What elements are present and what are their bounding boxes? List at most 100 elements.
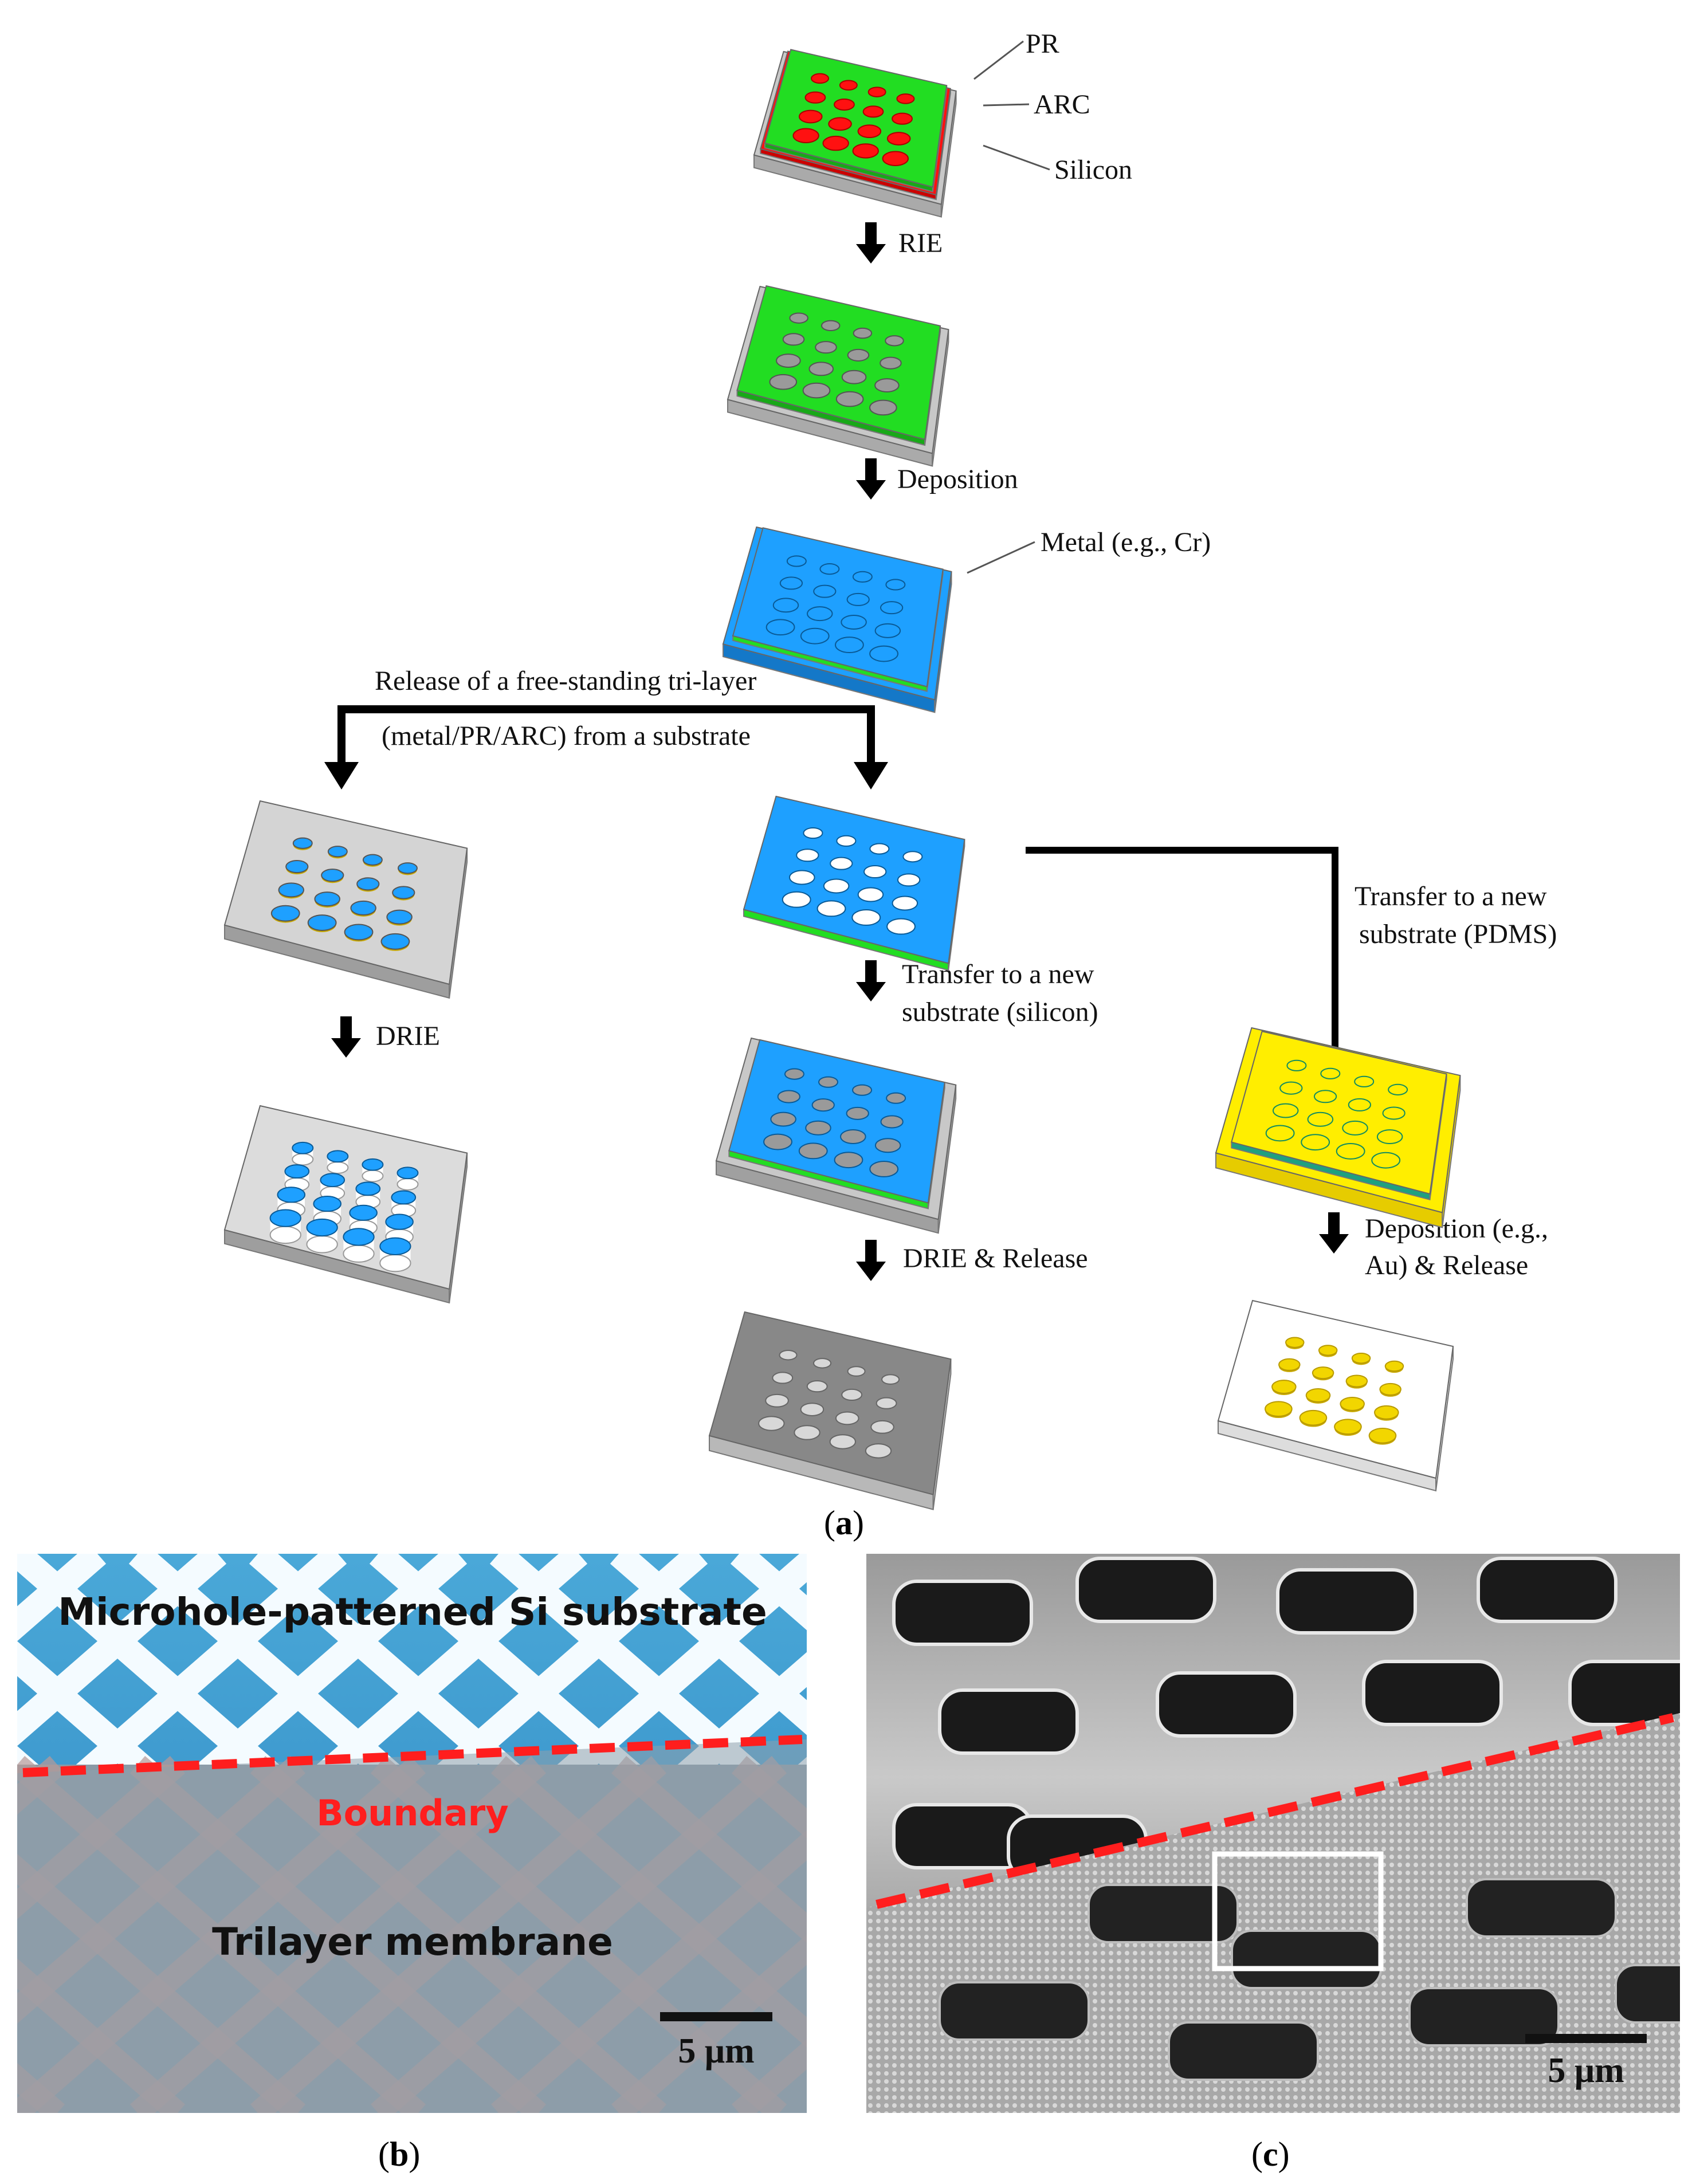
hole [777,1090,800,1103]
sem-pit [892,1580,1033,1646]
hole [1388,1083,1408,1095]
substrate-layer-top [1217,1299,1454,1479]
hole [840,1129,866,1144]
trilayer-membrane [743,795,965,971]
inset-box [1212,1851,1384,1971]
hole [815,341,837,354]
step-drie-release: DRIE & Release [903,1243,1088,1274]
hole [320,1173,346,1188]
hole [1265,1125,1295,1142]
step-deposition: Deposition [897,464,1018,494]
step-transfer-pdms-line1: Transfer to a new [1355,881,1547,912]
hole [397,862,418,874]
label-arc: ARC [1034,89,1090,120]
down-arrow-icon [856,222,886,264]
hole [1312,1366,1334,1380]
hole [834,1152,863,1169]
hole [1305,1388,1331,1403]
hole [779,1349,798,1361]
hole [828,117,852,131]
silicon-layer-top [223,1105,468,1290]
hole [902,851,923,863]
hole [869,645,899,662]
hole [863,865,887,879]
hole [885,335,904,347]
leader-metal [967,541,1035,574]
hole [765,1393,789,1408]
hole [880,356,902,370]
hole [880,1115,904,1129]
grid-line [730,1554,807,1631]
hole [772,1372,794,1384]
pillar-base [396,1178,419,1191]
hole [269,1209,301,1227]
hole [788,870,815,885]
hole [779,576,803,590]
hole [1382,1106,1406,1120]
wafer-illustrations [223,49,1461,1510]
hole [807,606,833,622]
wafer-after-rie [727,285,949,467]
hole [852,571,873,583]
hole [813,584,837,598]
hole [798,1142,828,1160]
down-arrow-icon [856,1240,886,1281]
wafer-released-silicon [708,1311,952,1510]
down-arrow-icon [331,1016,361,1058]
label-boundary: Boundary [316,1792,508,1834]
pillar-base [292,1153,314,1166]
hole [886,1092,906,1104]
sem-pit [1075,1557,1216,1623]
wafer-left-pillars [223,1105,468,1304]
hole [1336,1143,1365,1160]
hole [882,151,909,166]
hole [769,374,798,390]
hole [823,878,850,894]
hole [1374,1405,1399,1420]
hole [327,846,348,858]
pillar-base [379,1254,411,1272]
step-dep-au-line1: Deposition (e.g., [1365,1213,1548,1244]
hole [876,1397,897,1409]
hole [885,579,906,591]
hole [846,1106,869,1120]
hole [772,598,799,613]
sem-pit [1088,1884,1239,1943]
hole [386,909,413,925]
hole [892,895,918,911]
step-release-line2: (metal/PR/ARC) from a substrate [382,721,751,751]
hole [284,1164,310,1179]
hole [1384,1360,1404,1372]
release-branch-arrow [324,705,888,789]
sem-pit [938,1688,1079,1755]
grid-line [17,1554,107,1641]
sem-pit [1408,1987,1560,2046]
boundary-line [22,1735,803,1777]
hole [385,1213,414,1230]
hole [391,1190,417,1205]
hole [897,873,921,887]
step-transfer-pdms-line2: substrate (PDMS) [1359,919,1557,949]
hole [1345,1374,1368,1388]
hole [839,80,858,91]
hole [847,1366,866,1377]
sem-pit [1168,2021,1319,2081]
label-pr: PR [1026,29,1059,59]
hole [806,1380,828,1393]
pillar-base [343,1244,375,1263]
hole [802,382,831,399]
hole [1376,1129,1403,1145]
hole [776,353,801,368]
hole [343,1228,375,1246]
hole [874,1138,901,1153]
pillar-base [362,1169,384,1183]
hole [869,1161,899,1177]
hole [1320,1067,1341,1079]
hole [834,637,864,654]
hole [847,348,870,362]
hole [865,1443,892,1459]
hole [292,1141,314,1154]
hole [782,333,805,346]
step-release-line1: Release of a free-standing tri-layer [375,666,756,696]
scale-label-b: 5 μm [678,2032,754,2071]
